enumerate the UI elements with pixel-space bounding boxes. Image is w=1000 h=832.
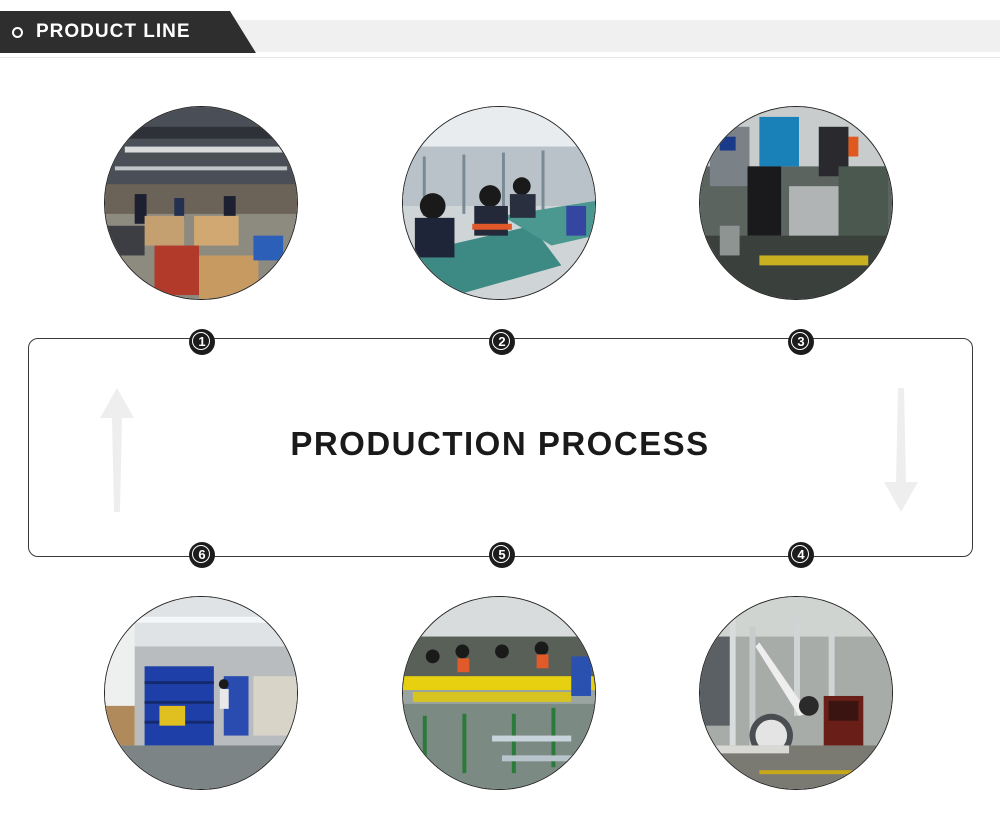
step-2-photo: [402, 106, 596, 300]
machinery-photo: [700, 107, 892, 299]
step-badge-5: 5: [489, 542, 515, 568]
header-divider: [0, 57, 1000, 58]
step-5-photo: [402, 596, 596, 790]
step-badge-4: 4: [788, 542, 814, 568]
warehouse-boxes-photo: [105, 107, 297, 299]
assembly-workers-photo: [403, 107, 595, 299]
step-4-photo: [699, 596, 893, 790]
step-badge-3: 3: [788, 329, 814, 355]
header-tab: [0, 11, 256, 53]
arrow-down-icon: [884, 388, 918, 512]
winding-machine-photo: [700, 597, 892, 789]
assembly-line-photo: [403, 597, 595, 789]
step-1-photo: [104, 106, 298, 300]
step-badge-2: 2: [489, 329, 515, 355]
process-box: [28, 338, 973, 557]
section-title: PRODUCT LINE: [36, 21, 191, 42]
process-title: PRODUCTION PROCESS: [290, 425, 710, 462]
step-badge-1: 1: [189, 329, 215, 355]
step-badge-6: 6: [189, 542, 215, 568]
arrow-up-icon: [100, 388, 134, 512]
step-6-photo: [104, 596, 298, 790]
storage-racks-photo: [105, 597, 297, 789]
circle-outline-icon: [12, 27, 23, 38]
step-3-photo: [699, 106, 893, 300]
